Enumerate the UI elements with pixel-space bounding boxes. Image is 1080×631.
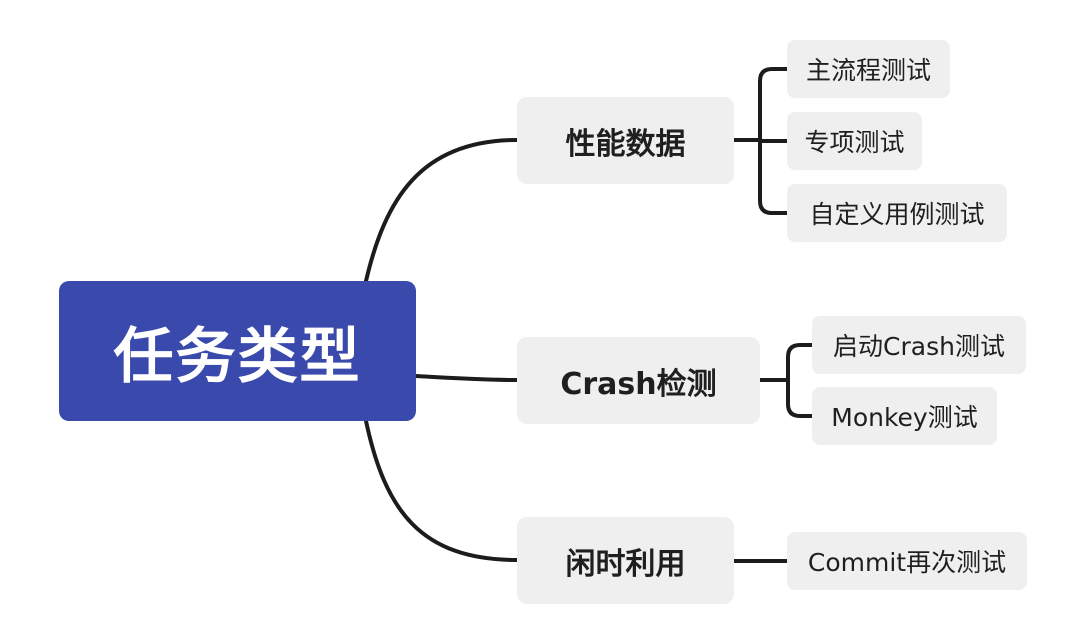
leaf-node-monkey-test[interactable]: Monkey测试	[812, 387, 997, 445]
branch-node-performance-data[interactable]: 性能数据	[517, 97, 734, 184]
leaf-node-special-test[interactable]: 专项测试	[787, 112, 922, 170]
leaf-node-custom-case-test[interactable]: 自定义用例测试	[787, 184, 1007, 242]
connector-root-to-branch-1	[414, 374, 519, 382]
connector-root-to-branch-2	[364, 419, 519, 562]
root-node-label: 任务类型	[113, 321, 362, 392]
leaf-node-label: Monkey测试	[831, 403, 978, 432]
branch-node-crash-detection[interactable]: Crash检测	[517, 337, 760, 424]
branch-node-label: 闲时利用	[565, 546, 686, 582]
leaf-node-label: 自定义用例测试	[809, 200, 985, 229]
leaf-node-label: 专项测试	[804, 128, 905, 157]
leaf-node-startup-crash-test[interactable]: 启动Crash测试	[812, 316, 1026, 374]
connector-root-to-branch-0	[364, 138, 519, 283]
leaf-node-main-flow-test[interactable]: 主流程测试	[787, 40, 950, 98]
root-node[interactable]: 任务类型	[59, 281, 416, 421]
leaf-node-label: 启动Crash测试	[833, 332, 1005, 361]
branch-node-label: Crash检测	[560, 366, 717, 402]
connector-branch-1-bracket	[786, 343, 814, 418]
branch-node-label: 性能数据	[565, 126, 686, 162]
leaf-node-commit-retest[interactable]: Commit再次测试	[787, 532, 1027, 590]
leaf-node-label: Commit再次测试	[807, 548, 1007, 577]
leaf-node-label: 主流程测试	[805, 56, 931, 85]
branch-node-idle-utilization[interactable]: 闲时利用	[517, 517, 734, 604]
